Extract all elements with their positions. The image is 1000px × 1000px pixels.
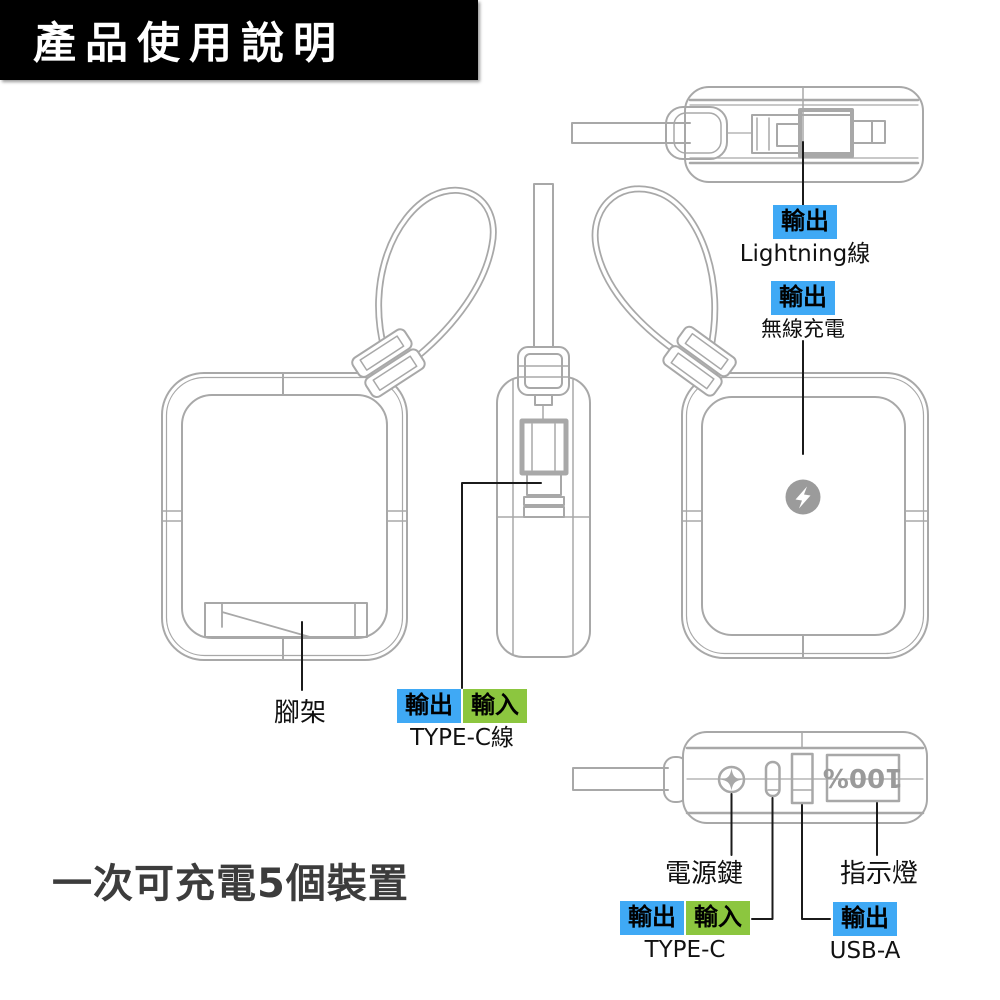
wireless-charging-caption: 無線充電 [761, 316, 845, 341]
typec-port-drawing [764, 760, 781, 798]
callout-usba-port [801, 804, 831, 920]
label-usba-port: 輸出 USB-A [755, 902, 975, 964]
left-buckle-drawing [351, 328, 426, 399]
label-lightning-cable: 輸出 Lightning線 [695, 205, 915, 267]
input-tag: 輸入 [463, 689, 527, 723]
label-wireless-charging: 輸出 無線充電 [693, 281, 913, 341]
side-buckle-drawing [517, 346, 570, 421]
page-title: 產品使用說明 [33, 19, 345, 69]
output-tag: 輸出 [833, 902, 897, 936]
indicator-light-caption: 指示燈 [839, 859, 918, 889]
usba-port-caption: USB-A [829, 937, 901, 964]
front-view-drawing [161, 372, 408, 661]
label-power-key: 電源鍵 [594, 858, 814, 890]
output-tag: 輸出 [397, 689, 461, 723]
label-indicator-light: 指示燈 [769, 858, 989, 890]
side-view-drawing [496, 183, 591, 658]
right-buckle-drawing [662, 325, 737, 397]
output-tag: 輸出 [773, 205, 837, 239]
lightning-cable-caption: Lightning線 [739, 240, 871, 267]
charge-capacity-note: 一次可充電5個裝置 [52, 861, 409, 907]
right-cable-loop-drawing [591, 185, 737, 397]
back-view-drawing [681, 372, 929, 659]
title-banner: 產品使用說明 [0, 0, 478, 80]
battery-display-value: 100% [823, 762, 903, 792]
label-typec-cable: 輸出 輸入 TYPE-C線 [352, 689, 572, 751]
battery-display-drawing: 100% [823, 753, 903, 803]
label-typec-port: 輸出 輸入 TYPE-C [575, 901, 795, 963]
callout-typec-port [751, 797, 774, 920]
lightning-bolt-icon [795, 486, 811, 509]
callout-lines [301, 141, 878, 920]
lightning-connector-drawing [751, 108, 886, 158]
power-button-drawing [717, 765, 746, 794]
typec-port-caption: TYPE-C [644, 936, 726, 963]
input-tag: 輸入 [686, 901, 750, 935]
typec-connector-recess-drawing [519, 418, 569, 518]
kickstand-label: 腳架 [274, 698, 327, 728]
power-flash-icon [720, 768, 743, 791]
usba-port-drawing [790, 752, 814, 805]
left-cable-loop-drawing [351, 186, 497, 399]
output-tag: 輸出 [771, 281, 835, 315]
output-tag: 輸出 [620, 901, 684, 935]
wireless-charging-icon [785, 479, 821, 515]
top-view-drawing [571, 86, 924, 183]
typec-cable-caption: TYPE-C線 [410, 724, 514, 751]
bottom-view-drawing: 100% [572, 731, 928, 824]
cable-stub-drawing [572, 767, 669, 791]
cable-stub-drawing [571, 122, 691, 144]
callout-typec-cable [461, 482, 542, 689]
strap-drawing [533, 183, 554, 355]
power-key-caption: 電源鍵 [664, 859, 743, 889]
kickstand-drawing [204, 602, 368, 638]
